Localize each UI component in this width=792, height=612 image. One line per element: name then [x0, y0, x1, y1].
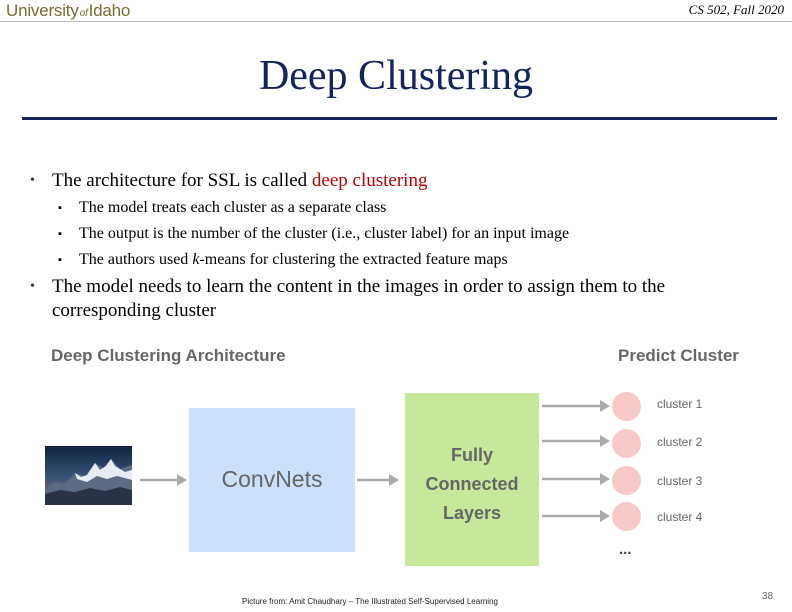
page-number: 38 — [762, 591, 774, 602]
sub3-italic: k — [192, 251, 200, 268]
bullet-dot: • — [30, 173, 35, 188]
cluster-4-label: cluster 4 — [657, 510, 703, 524]
slide-title: Deep Clustering — [258, 53, 534, 99]
square-bullet: ▪ — [58, 228, 62, 240]
mountain-input-image — [45, 446, 132, 505]
convnets-block — [189, 408, 355, 552]
sub-bullet-1-text: The model treats each cluster as a separ… — [79, 199, 387, 216]
course-label: CS 502, Fall 2020 — [688, 2, 784, 17]
cluster-3-label: cluster 3 — [657, 474, 703, 488]
logo-of-text: of — [79, 8, 88, 19]
cluster-3-circle — [612, 466, 641, 495]
predict-cluster-title: Predict Cluster — [618, 346, 739, 365]
bullet2-text: The model needs to learn the content in … — [52, 276, 666, 321]
title-underline — [22, 117, 777, 120]
fc-line-1: Fully — [450, 445, 493, 465]
fully-connected-label: Fully Connected Layers — [405, 441, 539, 528]
bullet1-text: The architecture for SSL is called — [52, 170, 312, 191]
cluster-2-circle — [612, 429, 641, 458]
square-bullet: ▪ — [58, 202, 62, 214]
university-logo: UniversityofIdaho — [6, 1, 130, 21]
convnets-label: ConvNets — [221, 466, 323, 492]
bullet-text: The architecture for SSL is called deep … — [52, 169, 777, 193]
fc-line-3: Layers — [442, 503, 502, 523]
fully-connected-block — [405, 393, 539, 566]
cluster-4-circle — [612, 502, 641, 531]
logo-university-text: University — [6, 1, 79, 20]
sub-bullet-2-text: The output is the number of the cluster … — [79, 225, 570, 242]
sub3-after: -means for clustering the extracted feat… — [199, 251, 508, 268]
bullet-dot: • — [30, 279, 35, 294]
sub-bullet-3-text: The authors used k-means for clustering … — [79, 250, 508, 270]
bullet1-highlight: deep clustering — [311, 170, 428, 191]
header-divider — [0, 21, 792, 22]
diagram-title: Deep Clustering Architecture — [51, 346, 286, 365]
cluster-2-label: cluster 2 — [657, 435, 703, 449]
logo-idaho-text: Idaho — [88, 1, 131, 20]
picture-credit: Picture from: Amit Chaudhary – The Illus… — [242, 597, 498, 606]
sub3-before: The authors used — [79, 251, 193, 268]
more-clusters-ellipsis: ... — [619, 541, 632, 558]
cluster-1-label: cluster 1 — [657, 397, 703, 411]
fc-line-2: Connected — [425, 474, 519, 494]
cluster-1-circle — [612, 392, 641, 421]
square-bullet: ▪ — [58, 254, 62, 266]
